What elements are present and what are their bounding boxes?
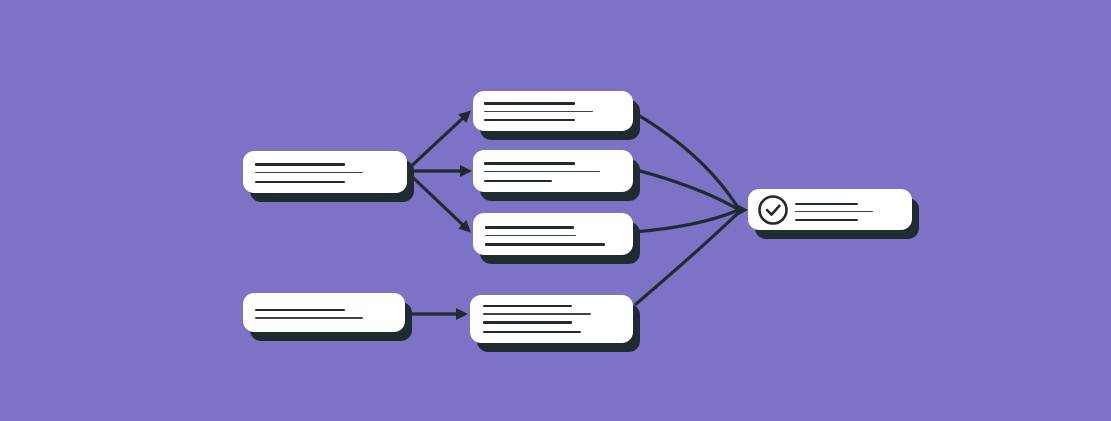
placeholder-text-line: [484, 118, 575, 121]
placeholder-text-line: [255, 317, 363, 319]
placeholder-text-line: [484, 170, 600, 172]
node-source-a: [243, 151, 407, 193]
placeholder-text-line: [484, 110, 593, 112]
placeholder-text-line: [795, 202, 858, 205]
placeholder-text-line: [484, 162, 575, 165]
node-option-2: [473, 150, 633, 192]
edge-source-a-to-option-1: [404, 110, 472, 173]
convergence-arrowhead-icon: [736, 203, 748, 217]
placeholder-text-line: [484, 102, 575, 105]
placeholder-text-line: [795, 210, 873, 212]
edge-option-3-to-result: [631, 209, 738, 234]
edge-source-a-to-option-3: [404, 169, 471, 233]
placeholder-text-line: [483, 330, 581, 333]
placeholder-text-line: [255, 180, 345, 183]
node-source-b: [243, 293, 405, 332]
placeholder-text-line: [485, 234, 576, 236]
node-result: [748, 189, 912, 230]
edge-option-2-to-result: [631, 167, 738, 210]
placeholder-text-line: [255, 308, 345, 311]
placeholder-text-line: [484, 179, 552, 182]
placeholder-text-line: [483, 313, 591, 315]
check-circle-icon: [757, 194, 788, 225]
placeholder-text-line: [795, 218, 858, 221]
node-option-4: [470, 295, 633, 343]
placeholder-text-line: [255, 163, 345, 166]
node-option-1: [473, 91, 633, 131]
edge-option-4-to-result: [634, 212, 739, 306]
placeholder-text-line: [483, 304, 572, 307]
placeholder-text-line: [485, 226, 574, 229]
placeholder-text-line: [485, 243, 605, 246]
placeholder-text-line: [483, 321, 572, 324]
placeholder-text-line: [255, 171, 363, 173]
node-option-3: [473, 213, 633, 255]
edge-option-1-to-result: [631, 110, 739, 208]
